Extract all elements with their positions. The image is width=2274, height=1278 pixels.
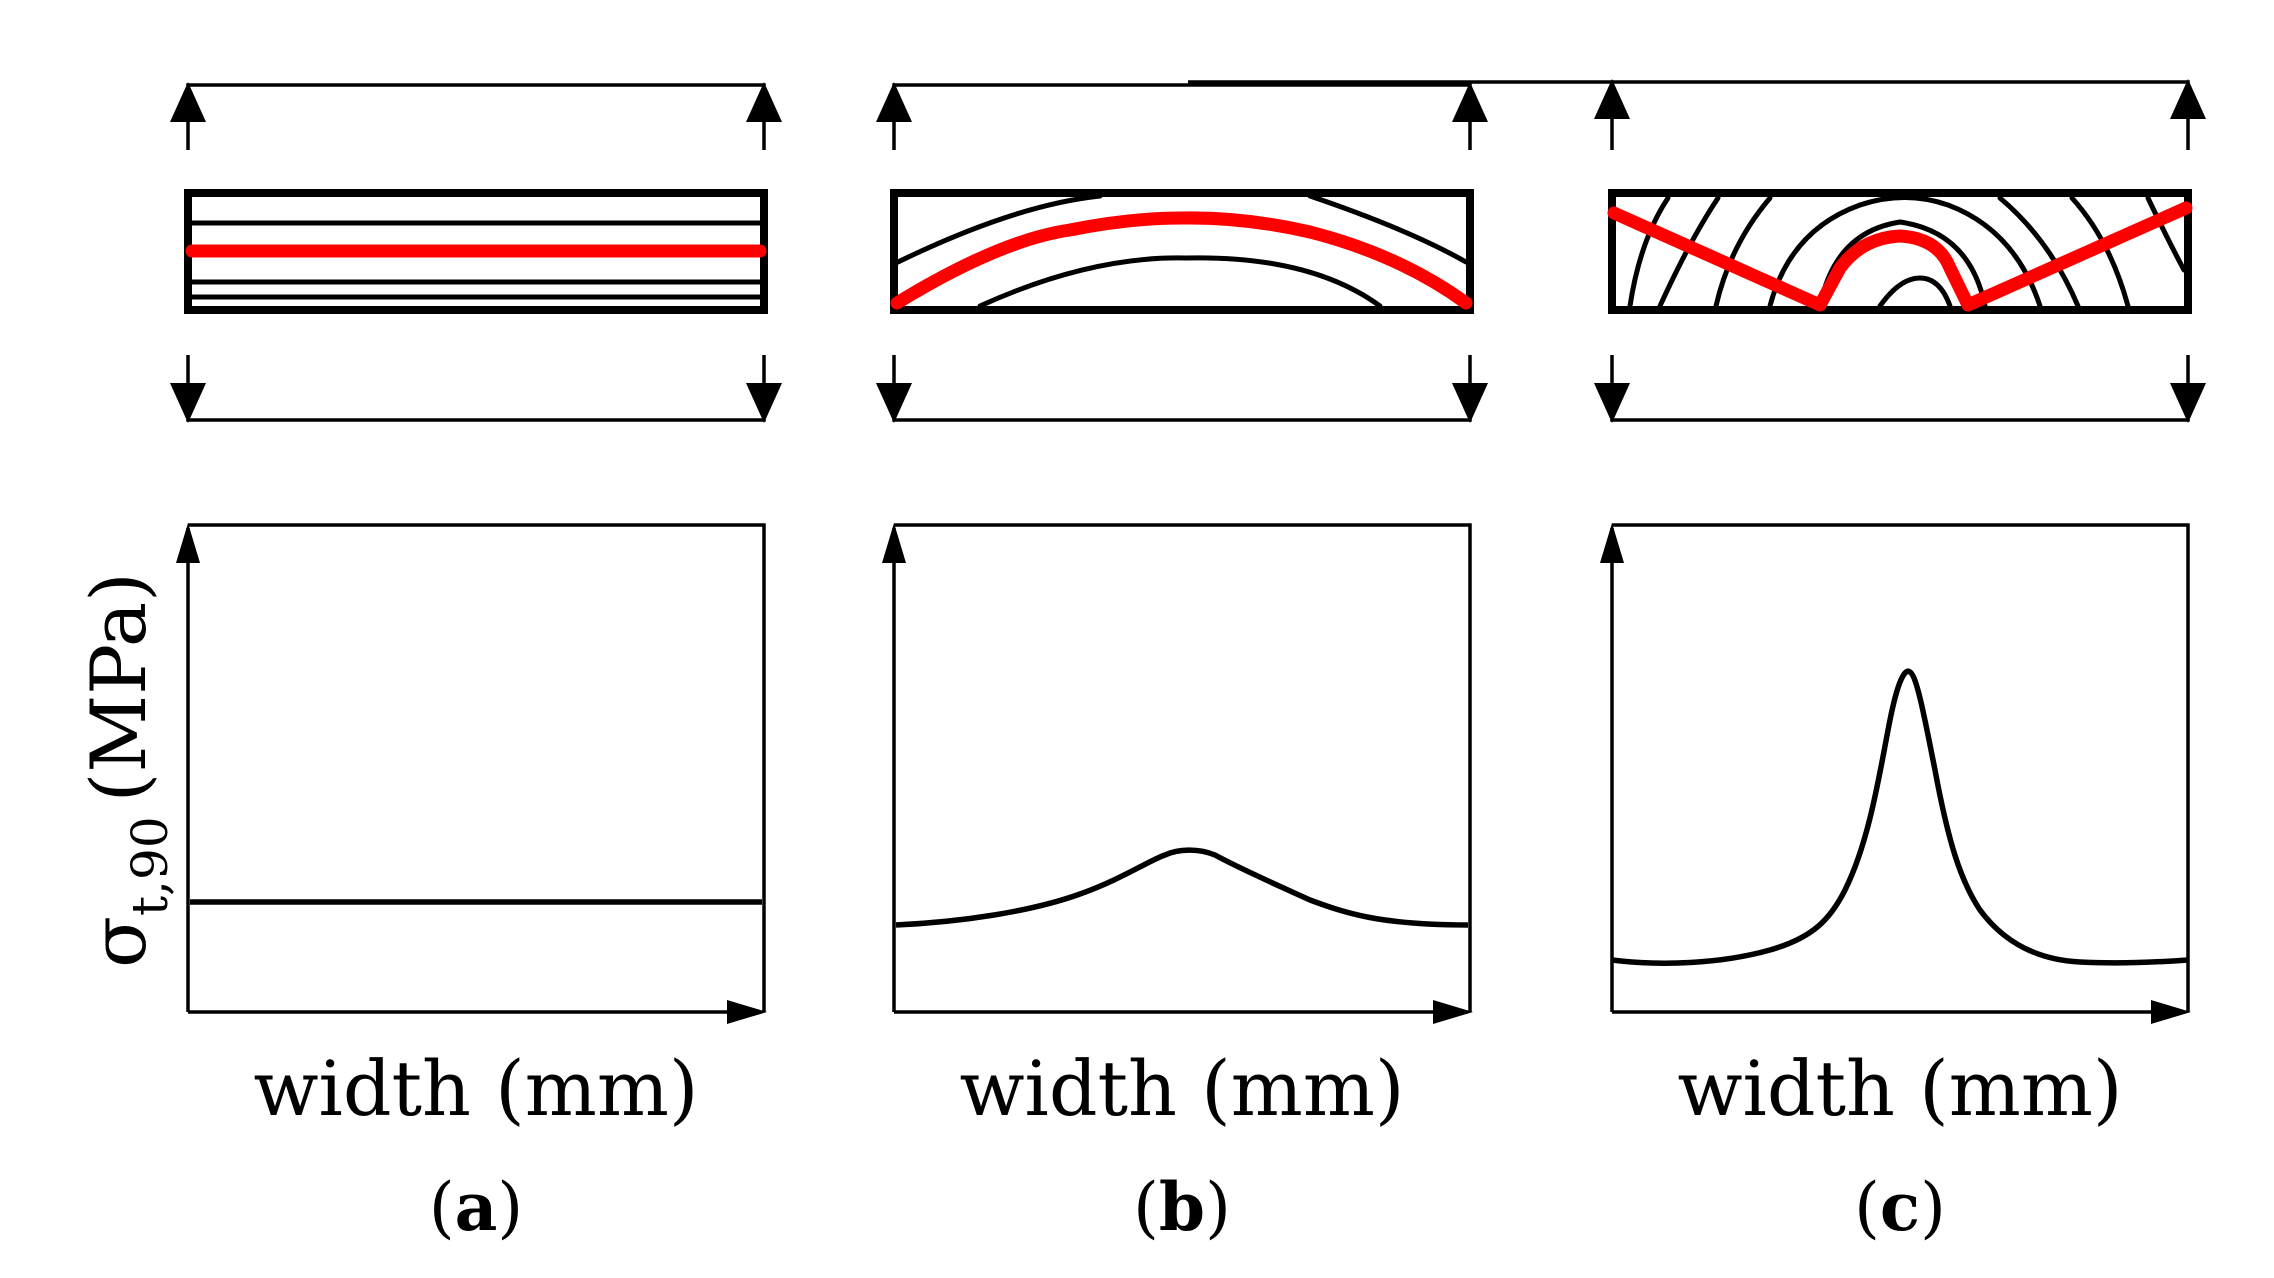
arrow-down-left-icon <box>170 383 206 423</box>
y-axis-label: σt,90(MPa) <box>74 572 179 968</box>
stress-plot-b <box>882 523 1473 1024</box>
panel-a: width (mm) (a) <box>170 82 782 1246</box>
svg-text:σt,90(MPa): σt,90(MPa) <box>74 572 179 968</box>
arrow-down-right-icon <box>1452 383 1488 423</box>
stress-curve <box>895 847 1469 928</box>
x-axis-label: width (mm) <box>959 1044 1404 1133</box>
arrow-up-right-icon <box>746 82 782 122</box>
panel-label-b: (b) <box>1133 1168 1231 1246</box>
growth-ring <box>1713 195 1773 309</box>
bottom-load-plate-a <box>170 355 782 423</box>
y-axis-arrow-icon <box>1600 523 1624 563</box>
arrow-up-left-icon <box>876 82 912 122</box>
arrow-down-right-icon <box>746 383 782 423</box>
bottom-load-plate-b <box>876 355 1488 423</box>
bottom-load-plate-c <box>1594 355 2206 423</box>
top-load-plate-c <box>1188 79 2206 150</box>
panel-label-c: (c) <box>1854 1168 1946 1246</box>
x-axis-arrow-icon <box>2151 1000 2191 1024</box>
arrow-down-left-icon <box>1594 383 1630 423</box>
top-load-plate-a <box>170 82 782 150</box>
arrow-down-right-icon <box>2170 383 2206 423</box>
specimen-a <box>184 189 768 314</box>
y-axis-arrow-icon <box>176 523 200 563</box>
specimen-b <box>890 189 1474 314</box>
growth-ring <box>977 255 1383 309</box>
x-axis-arrow-icon <box>727 1000 767 1024</box>
stress-plot-a <box>176 523 767 1024</box>
stress-plot-c <box>1600 523 2191 1024</box>
growth-ring <box>1877 275 1953 309</box>
top-load-plate-b <box>876 82 1488 150</box>
panel-b: width (mm) (b) <box>876 82 1488 1246</box>
panel-label-a: (a) <box>429 1168 523 1246</box>
crack-path <box>1607 201 2193 312</box>
x-axis-label: width (mm) <box>1677 1044 2122 1133</box>
arrow-up-left-icon <box>1594 79 1630 119</box>
arrow-up-left-icon <box>170 82 206 122</box>
growth-ring <box>1307 193 1469 265</box>
panel-c: width (mm) (c) <box>1188 79 2206 1246</box>
growth-ring <box>2145 195 2187 273</box>
growth-ring <box>1627 195 1671 309</box>
growth-ring <box>1767 195 2043 309</box>
arrow-up-right-icon <box>2170 79 2206 119</box>
crack-path <box>890 211 1473 310</box>
stress-curve <box>1611 668 2189 966</box>
x-axis-arrow-icon <box>1433 1000 1473 1024</box>
x-axis-label: width (mm) <box>253 1044 698 1133</box>
growth-ring <box>895 193 1103 265</box>
y-axis-arrow-icon <box>882 523 906 563</box>
arrow-up-right-icon <box>1452 82 1488 122</box>
specimen-c <box>1607 189 2193 314</box>
arrow-down-left-icon <box>876 383 912 423</box>
growth-ring <box>1997 195 2081 309</box>
